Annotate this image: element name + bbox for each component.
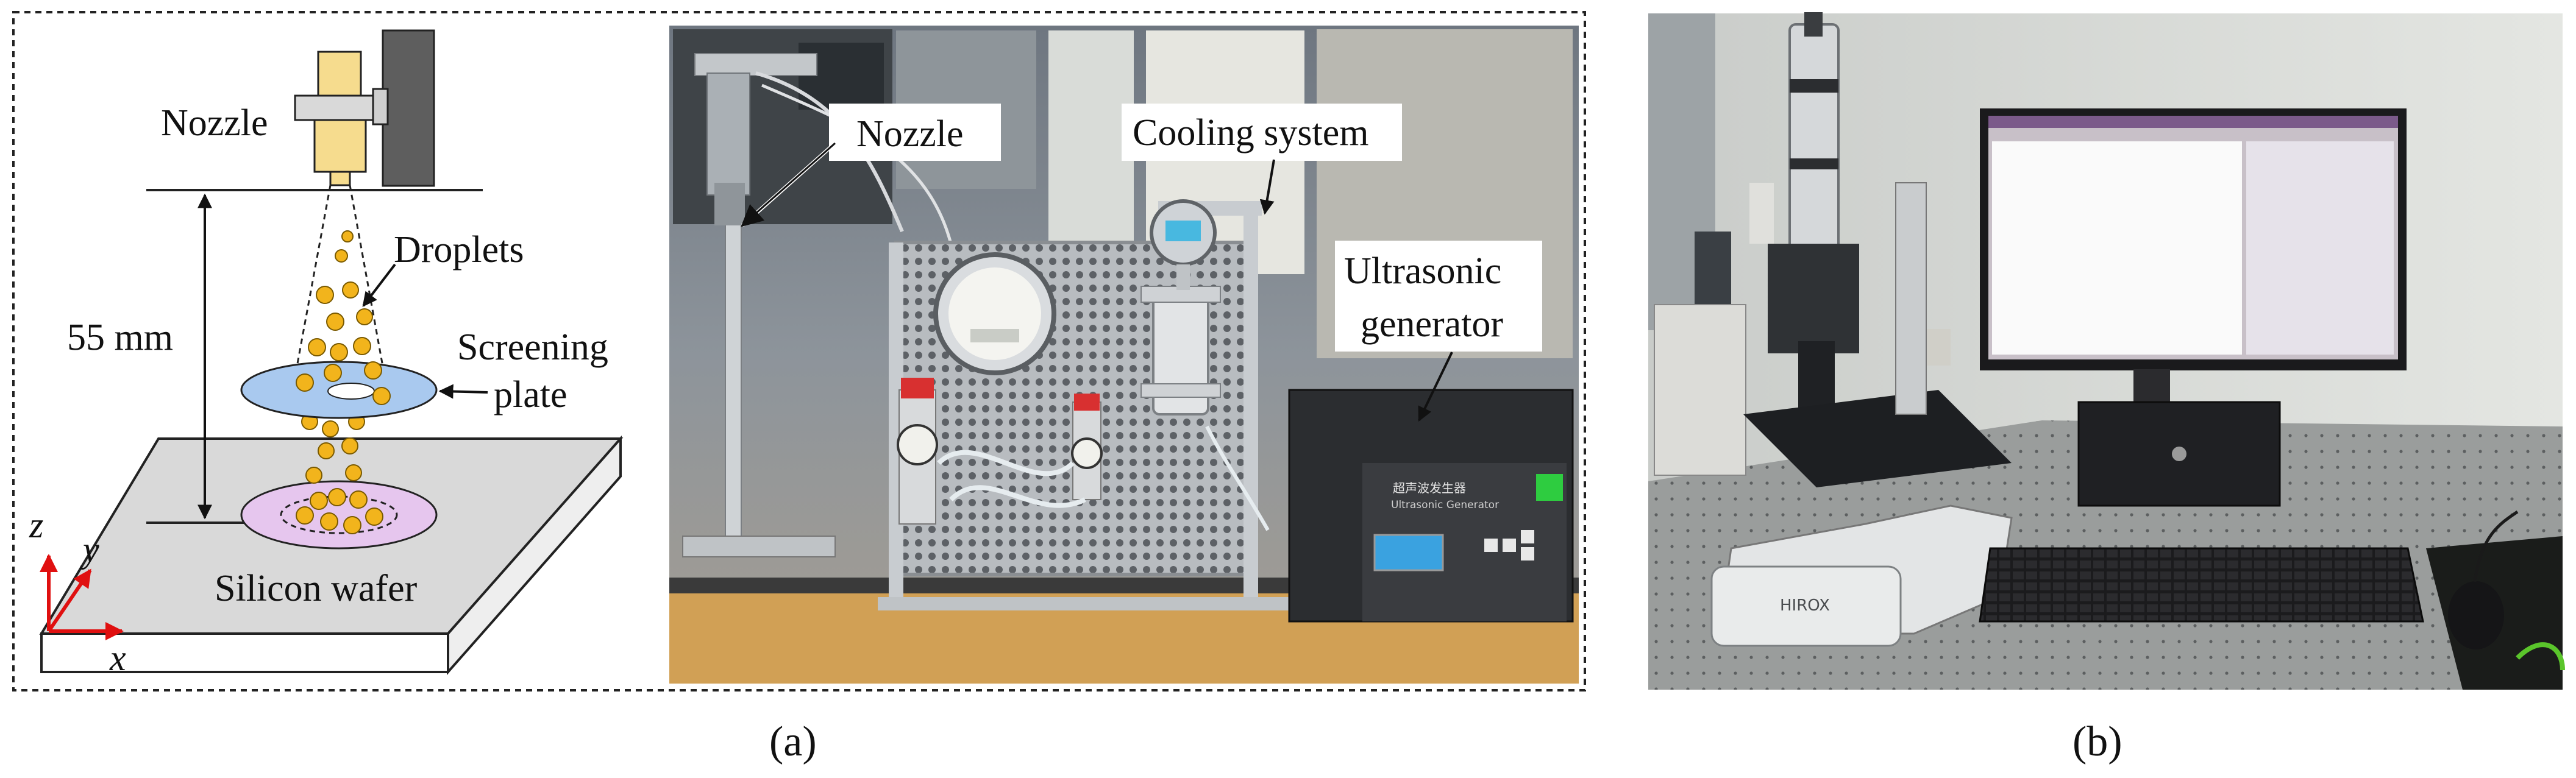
generator-panel-en: Ultrasonic Generator xyxy=(1391,499,1499,511)
generator-callout-1: Ultrasonic xyxy=(1344,250,1501,292)
keyboard xyxy=(1979,547,2424,623)
caption-b: (b) xyxy=(2073,718,2122,765)
microscope-column xyxy=(1788,23,1840,263)
photo-b-microscope: HIROX xyxy=(1648,12,2565,690)
photo-nozzle xyxy=(714,183,745,225)
panel-a-frame xyxy=(12,11,1586,691)
screening-label-1: Screening xyxy=(457,327,608,368)
droplets-label: Droplets xyxy=(394,229,524,271)
nozzle-callout: Nozzle xyxy=(856,113,964,155)
generator-callout-box xyxy=(1335,241,1542,352)
wafer-label: Silicon wafer xyxy=(215,568,418,609)
screening-label-2: plate xyxy=(494,374,568,416)
spray-schematic: Nozzle Droplets 55 mm Screening plate Si… xyxy=(29,29,624,678)
nozzle-label: Nozzle xyxy=(161,102,268,144)
axis-z-label: z xyxy=(29,505,43,545)
nozzle-tip xyxy=(329,171,351,186)
axis-y-label: y xyxy=(79,529,99,570)
caption-a: (a) xyxy=(769,718,817,765)
axis-x-label: x xyxy=(109,638,126,678)
cooling-callout: Cooling system xyxy=(1133,112,1369,154)
generator-callout-2: generator xyxy=(1361,303,1503,345)
wafer-disk xyxy=(240,480,438,550)
nozzle-mount-plate xyxy=(382,29,435,187)
nozzle-callout-box xyxy=(829,104,1001,161)
generator-panel-cn: 超声波发生器 xyxy=(1393,481,1466,495)
photo-a-spray-setup: 超声波发生器 Ultrasonic Generator Nozzle Cooli… xyxy=(669,26,1579,684)
axis-y-line xyxy=(47,568,92,632)
base-block-front xyxy=(40,632,449,673)
microscope-brand: HIROX xyxy=(1780,596,1830,615)
distance-label: 55 mm xyxy=(67,317,173,358)
cooling-callout-box xyxy=(1122,104,1402,161)
mouse xyxy=(2448,581,2504,649)
